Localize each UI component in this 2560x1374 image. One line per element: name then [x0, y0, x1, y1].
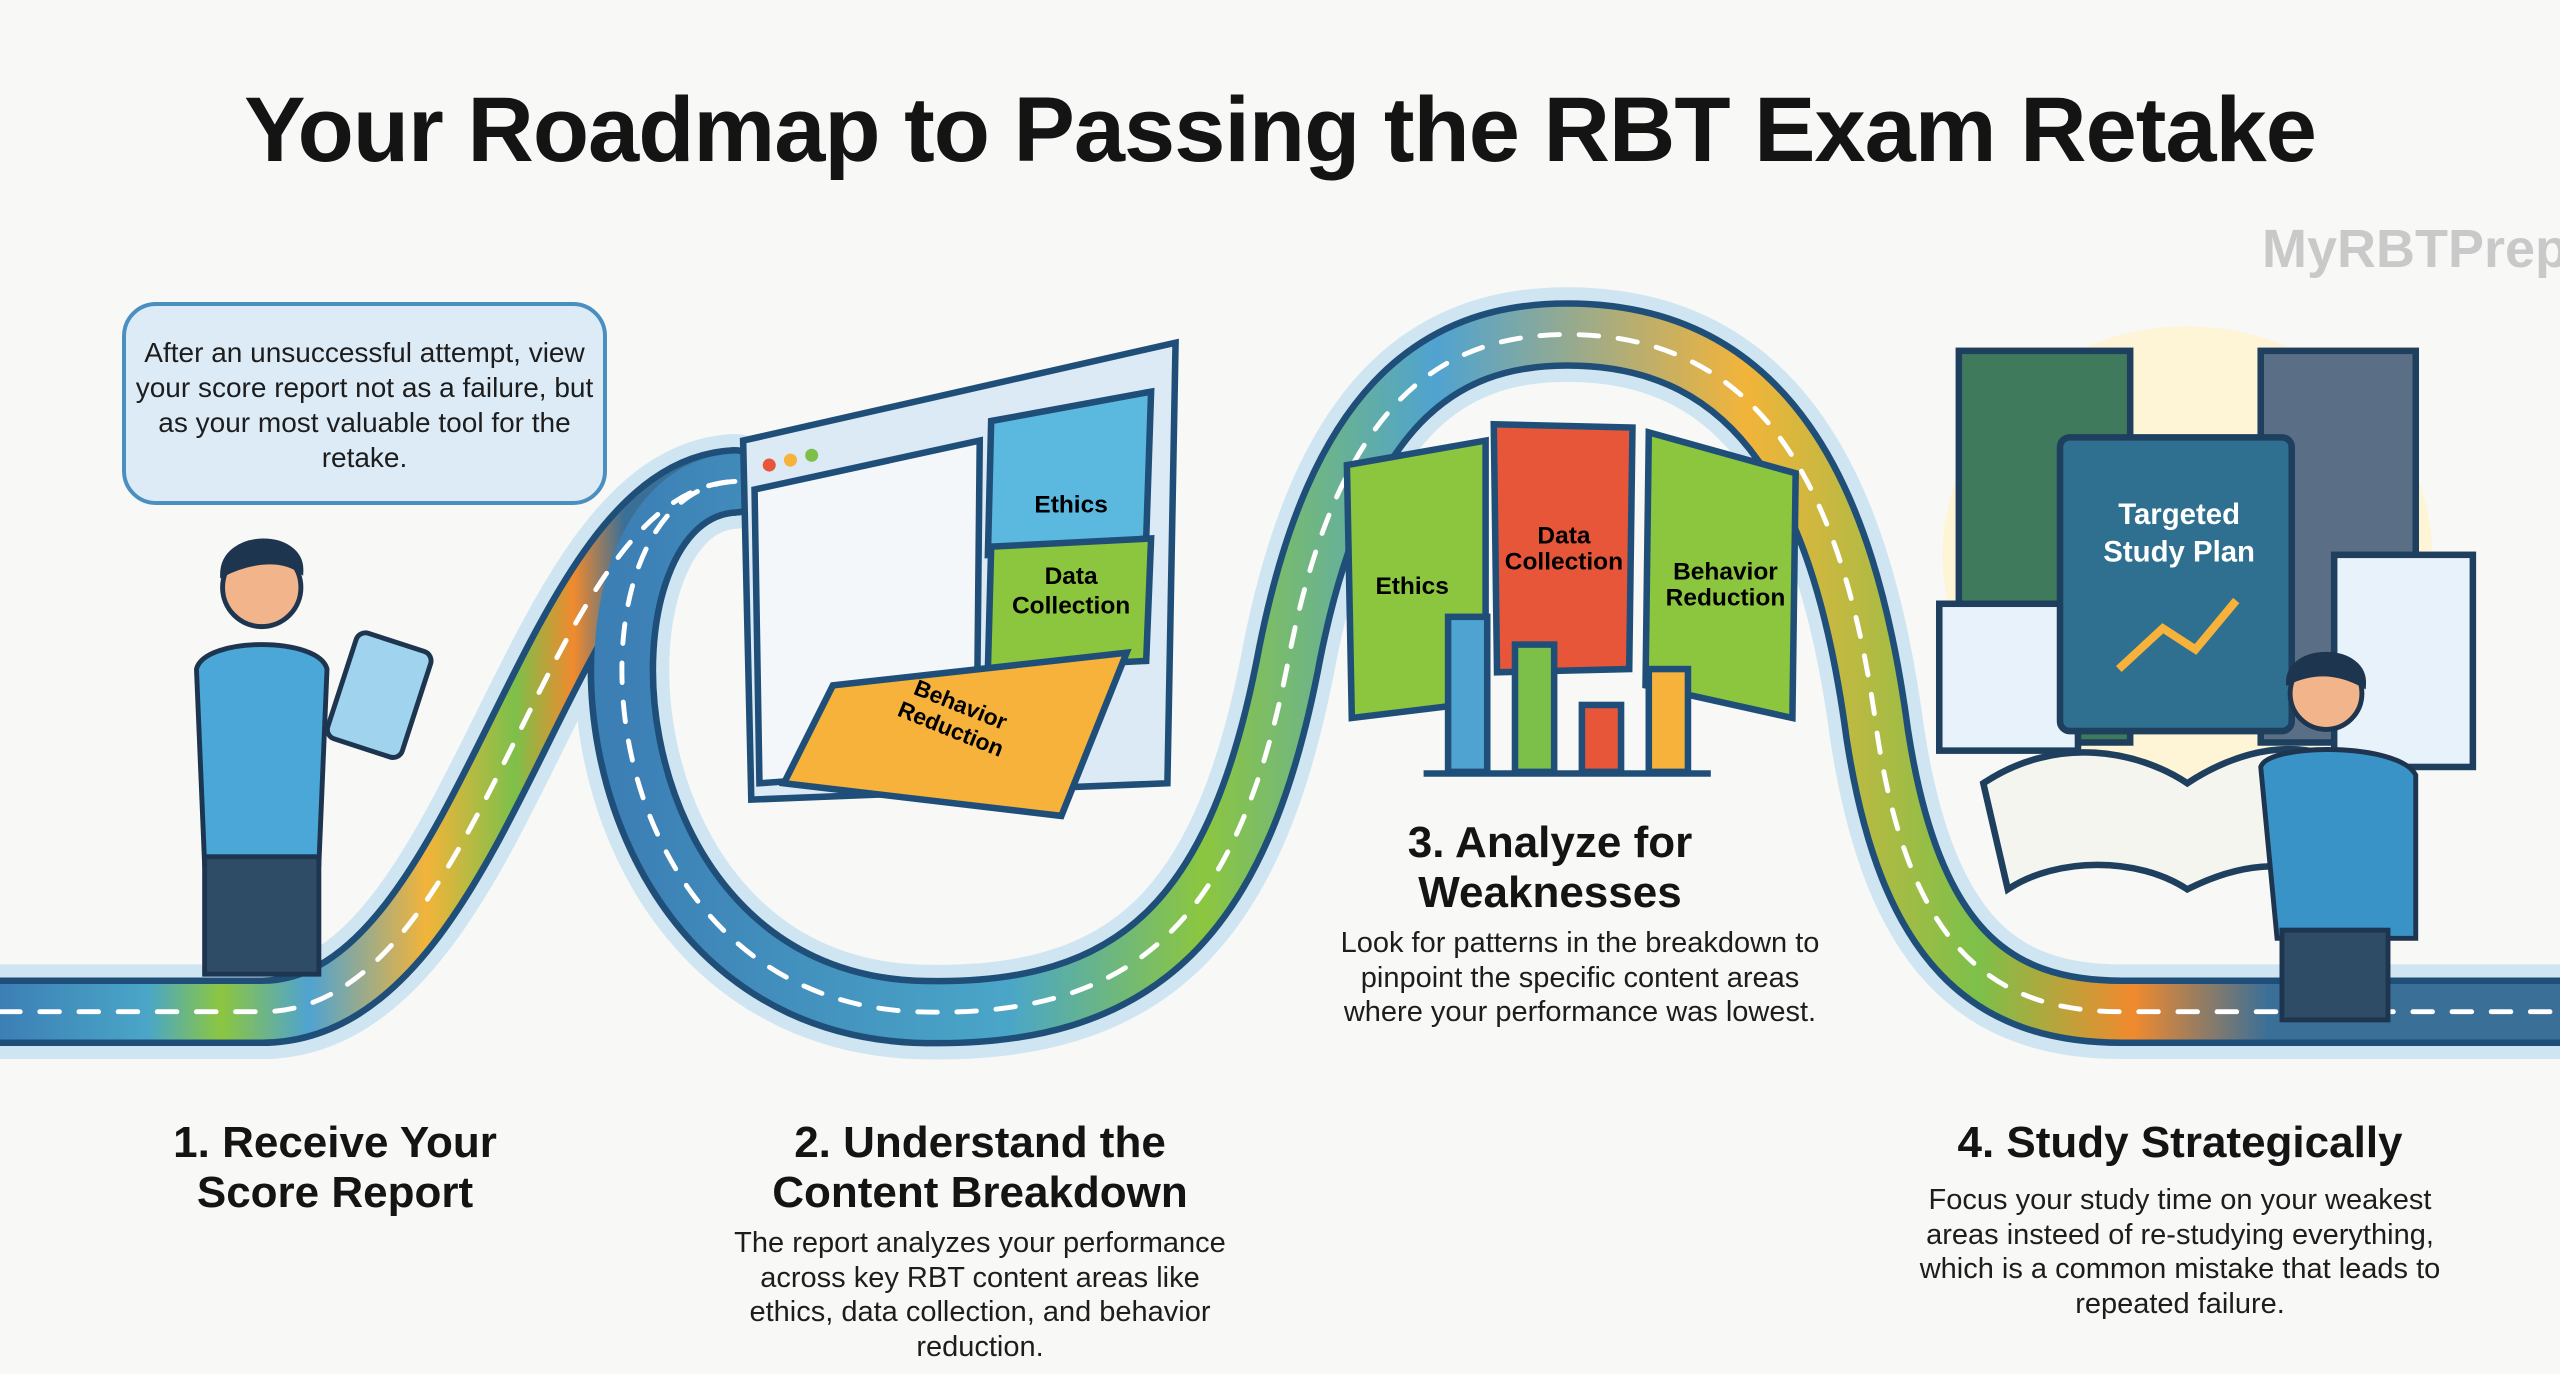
chart-ethics-label: Ethics [1375, 573, 1448, 600]
panel-data-label-1: Data [1045, 563, 1098, 590]
person-studying [2258, 651, 2419, 1023]
score-report-window [739, 338, 1179, 820]
step-1-title: 1. Receive Your Score Report [173, 1118, 497, 1217]
book-title-line-2: Study Plan [2103, 535, 2255, 568]
chart-behavior-label-2: Reduction [1666, 584, 1786, 611]
step-3-body: Look for patterns in the breakdown to pi… [1340, 927, 1820, 1028]
panel-ethics-label: Ethics [1034, 491, 1107, 518]
step-2-title: 2. Understand the Content Breakdown [772, 1118, 1188, 1217]
analysis-panels [1343, 420, 1799, 777]
chart-data-label-2: Collection [1505, 549, 1623, 576]
person-with-tablet [194, 538, 434, 977]
speech-bubble-text: After an unsuccessful attempt, view your… [135, 337, 594, 473]
step-4-body: Focus your study time on your weakest ar… [1919, 1184, 2441, 1320]
speech-bubble [122, 302, 607, 505]
book-title-line-1: Targeted [2118, 498, 2240, 531]
panel-data-label-2: Collection [1012, 593, 1130, 620]
study-books [1935, 326, 2477, 895]
chart-behavior-label-1: Behavior [1673, 558, 1778, 585]
chart-data-label-1: Data [1537, 522, 1590, 549]
watermark-logo: MyRBTPrep [2262, 219, 2560, 279]
step-3-title: 3. Analyze for Weaknesses [1407, 818, 1693, 917]
step-2-body: The report analyzes your performance acr… [734, 1227, 1226, 1363]
page-title: Your Roadmap to Passing the RBT Exam Ret… [244, 79, 2317, 181]
step-4-title: 4. Study Strategically [1957, 1118, 2403, 1167]
road [0, 287, 2560, 1060]
